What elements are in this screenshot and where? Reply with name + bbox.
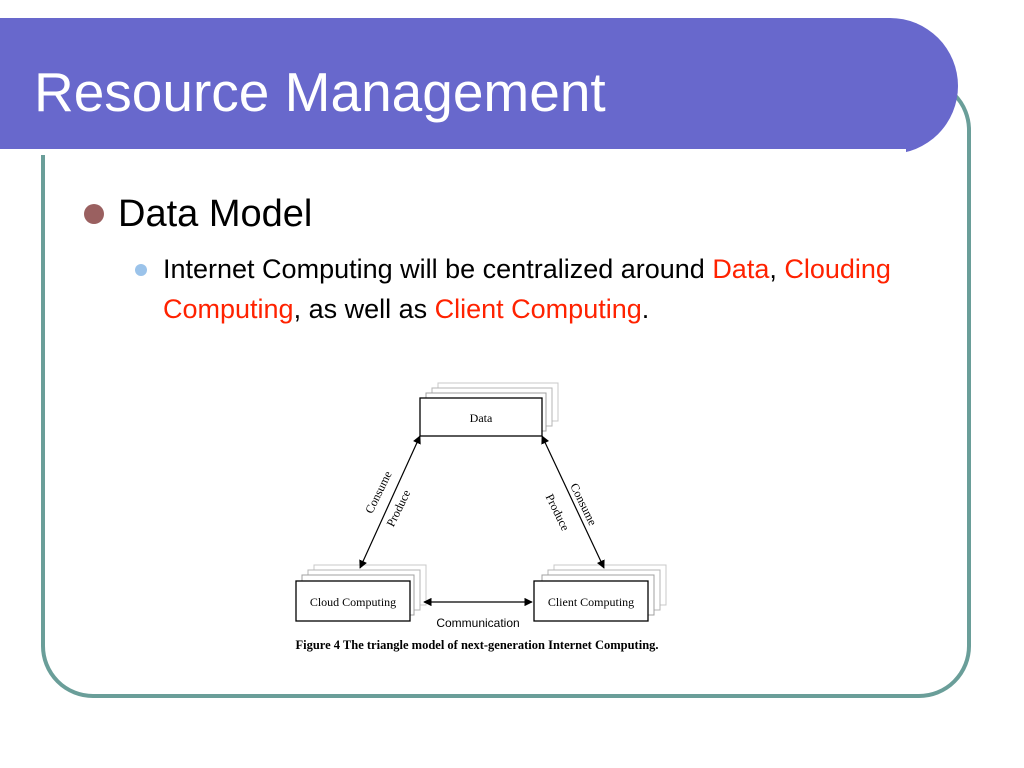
edge-label-right-produce: Produce xyxy=(543,492,573,533)
highlight-data: Data xyxy=(712,254,770,284)
title-bar: Resource Management xyxy=(0,18,958,155)
bullet-text-part: , xyxy=(769,254,785,284)
title-underline xyxy=(0,149,906,155)
edge-label-right-consume: Consume xyxy=(567,481,599,528)
client-computing-label: Client Computing xyxy=(548,595,634,609)
triangle-diagram: Data Cloud Computing Client Computing xyxy=(295,382,667,652)
data-node-label: Data xyxy=(470,411,493,425)
edge-label-communication: Communication xyxy=(436,616,519,630)
bullet-level1-text: Data Model xyxy=(118,193,313,235)
bullet-text-part: Internet Computing will be centralized a… xyxy=(163,254,713,284)
triangle-model-figure: Data Cloud Computing Client Computing xyxy=(256,378,716,660)
data-node: Data xyxy=(419,382,559,437)
cloud-computing-node: Cloud Computing xyxy=(295,564,427,622)
bullet-text-part: , as well as xyxy=(293,294,435,324)
edge-label-left-produce: Produce xyxy=(383,488,413,529)
bullet-level2-text: Internet Computing will be centralized a… xyxy=(163,249,953,329)
client-computing-node: Client Computing xyxy=(533,564,667,622)
slide-title: Resource Management xyxy=(34,61,606,123)
highlight-client-computing: Client Computing xyxy=(434,294,642,324)
highlight-clouding-computing: Clouding Computing xyxy=(163,254,891,324)
figure-caption: Figure 4 The triangle model of next-gene… xyxy=(295,638,658,652)
bullet-dot-level1 xyxy=(84,204,104,224)
cloud-computing-label: Cloud Computing xyxy=(310,595,396,609)
bullet-text-part: . xyxy=(641,294,650,324)
edge-data-client xyxy=(541,435,605,569)
edge-data-cloud xyxy=(359,435,421,569)
bullet-dot-level2 xyxy=(135,264,147,276)
